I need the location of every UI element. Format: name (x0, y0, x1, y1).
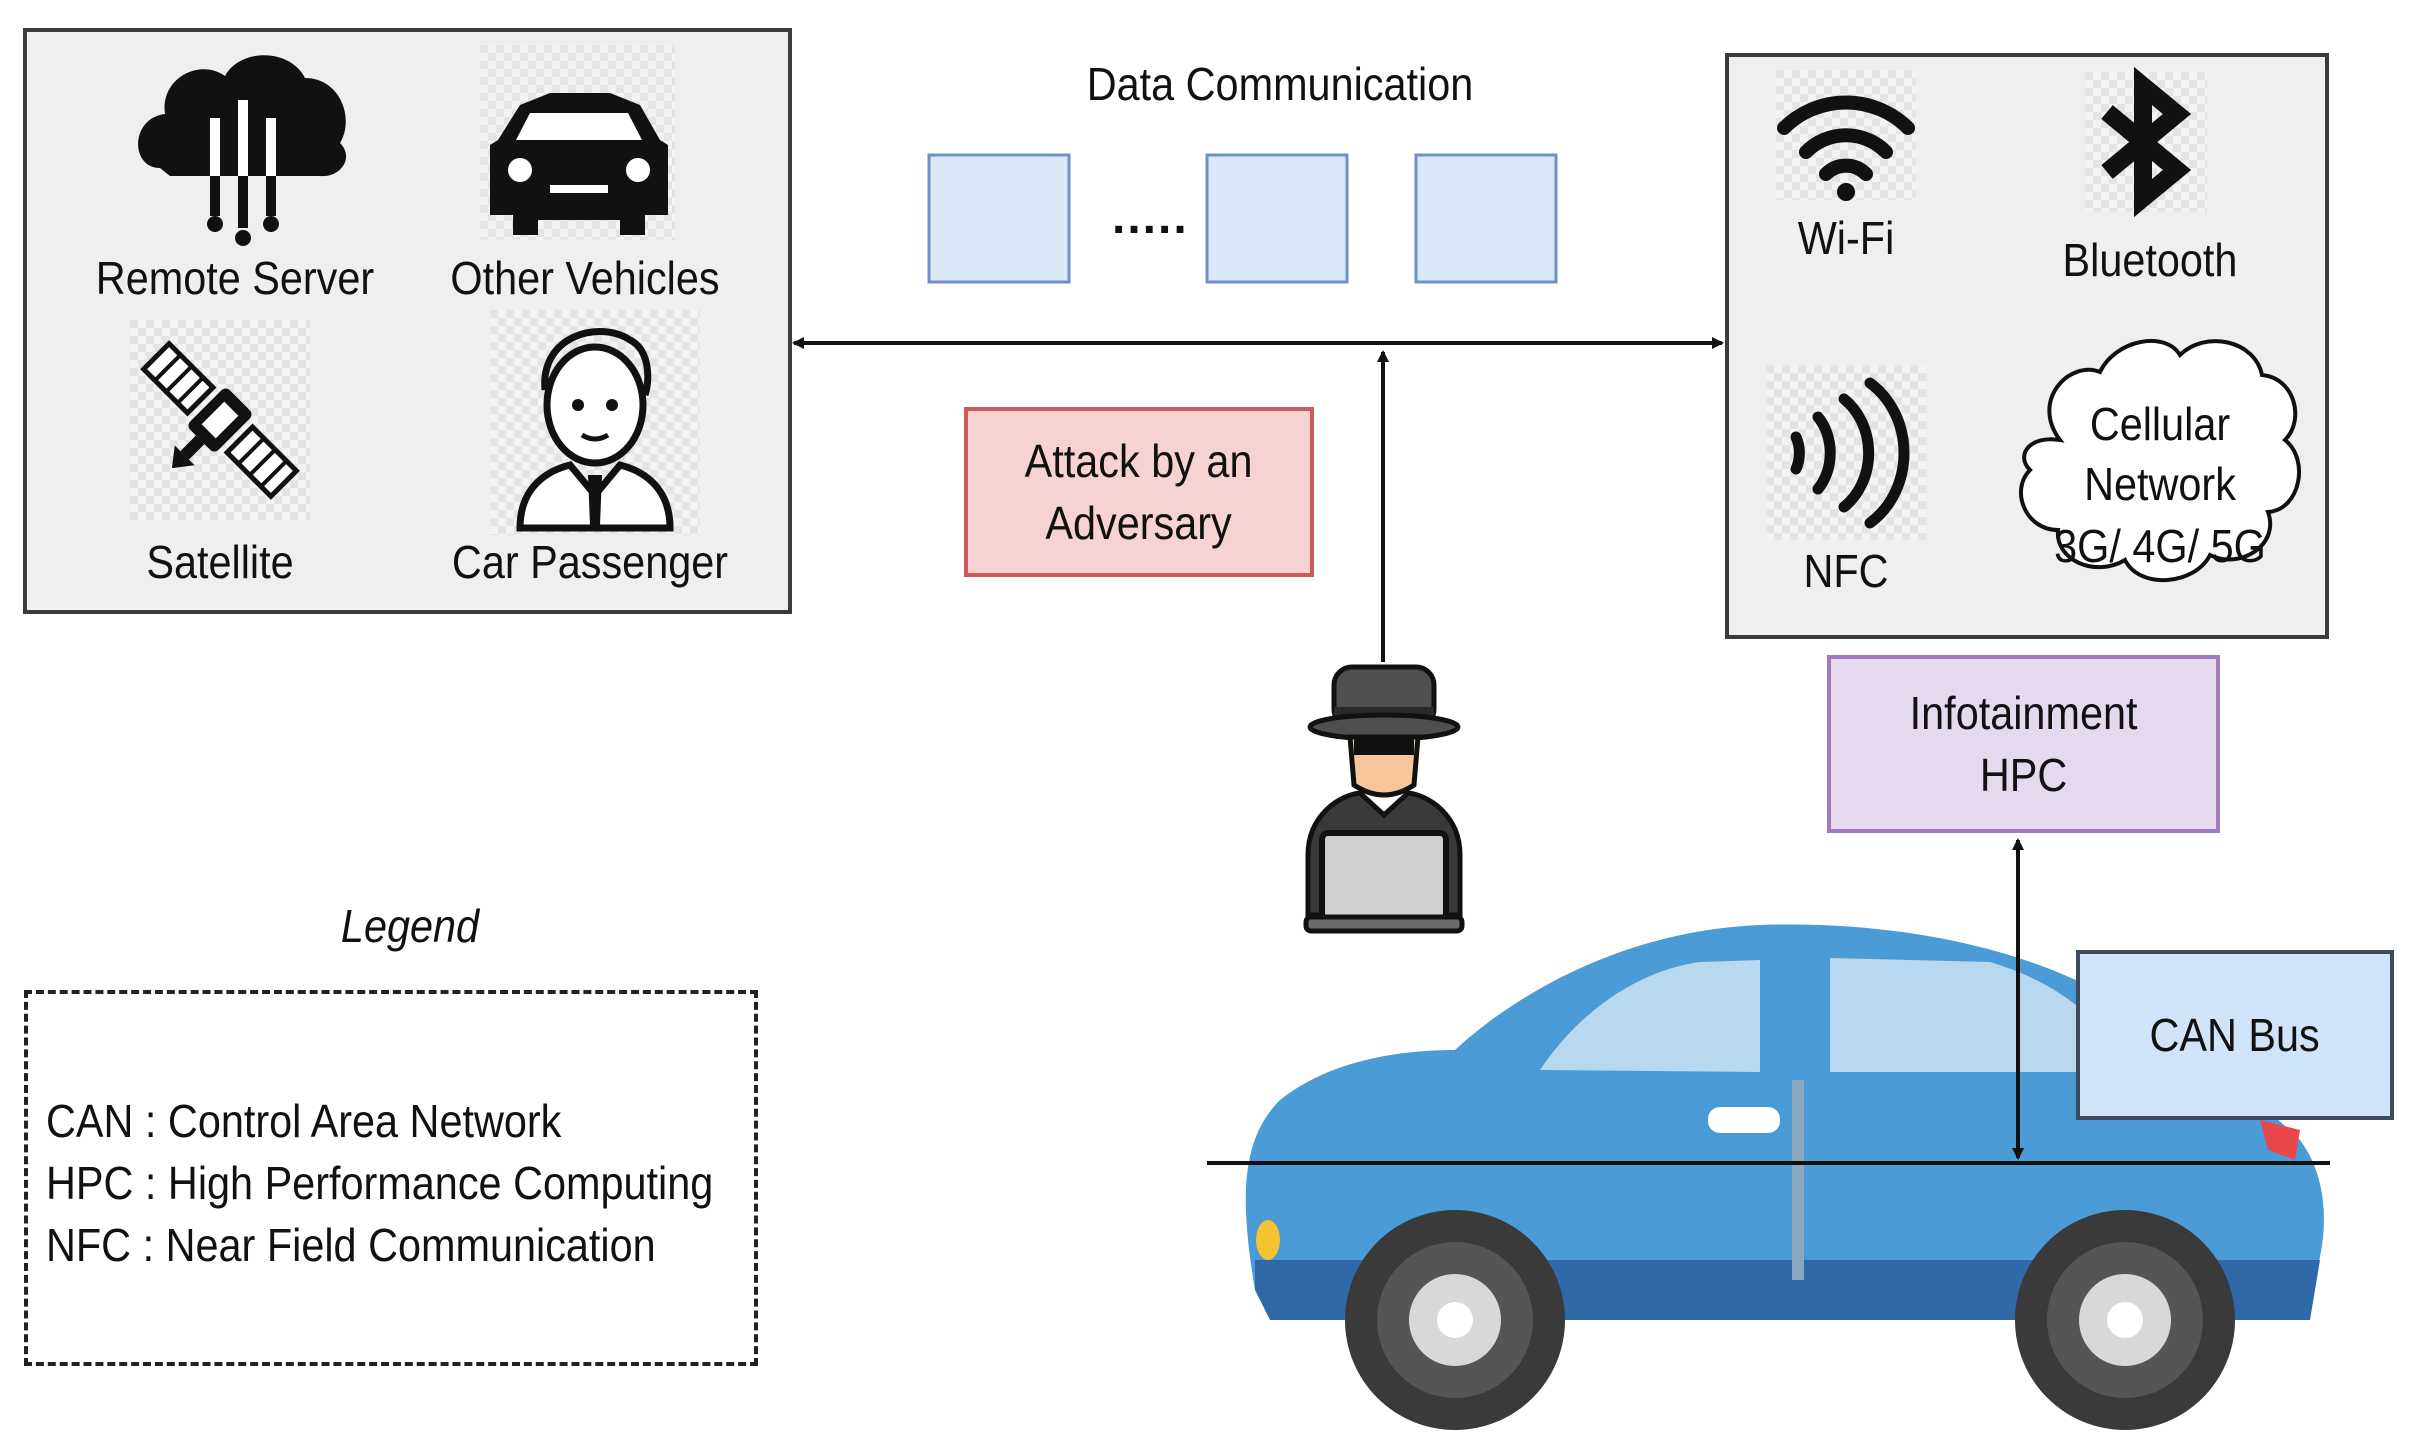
legend-title: Legend (340, 900, 480, 952)
cellular-cloud (2019, 338, 2302, 582)
data-communication-title: Data Communication (1086, 58, 1474, 110)
legend-line-nfc: NFC : Near Field Communication (46, 1219, 656, 1271)
can-bus-box: CAN Bus (2076, 950, 2394, 1120)
satellite-icon (130, 320, 310, 520)
data-packet-2 (1205, 153, 1349, 284)
attack-line-1: Attack by an (1025, 435, 1253, 487)
hpc-line-2: HPC (1979, 749, 2068, 801)
wifi-icon (1776, 70, 1916, 201)
legend-box: CAN : Control Area Network HPC : High Pe… (24, 990, 758, 1366)
cellular-line-2: Network (2084, 458, 2236, 510)
infotainment-hpc-box: Infotainment HPC (1827, 655, 2220, 833)
remote-server-label: Remote Server (95, 252, 375, 304)
cellular-line-3: 3G/ 4G/ 5G (2054, 520, 2266, 572)
cloud-server-icon (138, 55, 347, 246)
car-icon (480, 45, 675, 240)
data-packet-3 (1414, 153, 1558, 284)
car-illustration (1245, 924, 2324, 1430)
data-packet-1 (927, 153, 1071, 284)
bluetooth-icon (2085, 66, 2207, 218)
nfc-label: NFC (1803, 545, 1889, 597)
hpc-line-1: Infotainment (1909, 687, 2138, 739)
legend-line-hpc: HPC : High Performance Computing (46, 1157, 714, 1209)
legend-line-can: CAN : Control Area Network (46, 1095, 562, 1147)
other-vehicles-label: Other Vehicles (450, 252, 720, 304)
can-bus-label: CAN Bus (2149, 1009, 2321, 1061)
bluetooth-label: Bluetooth (2062, 234, 2238, 286)
satellite-label: Satellite (146, 536, 294, 588)
wifi-label: Wi-Fi (1797, 212, 1895, 264)
passenger-icon (490, 310, 700, 535)
cellular-line-1: Cellular (2089, 398, 2231, 450)
packet-ellipsis: ..... (1112, 191, 1189, 244)
attack-box: Attack by an Adversary (964, 407, 1314, 577)
attack-line-2: Adversary (1045, 497, 1233, 549)
hacker-icon (1303, 664, 1465, 934)
car-passenger-label: Car Passenger (451, 536, 729, 588)
nfc-icon (1766, 365, 1926, 540)
